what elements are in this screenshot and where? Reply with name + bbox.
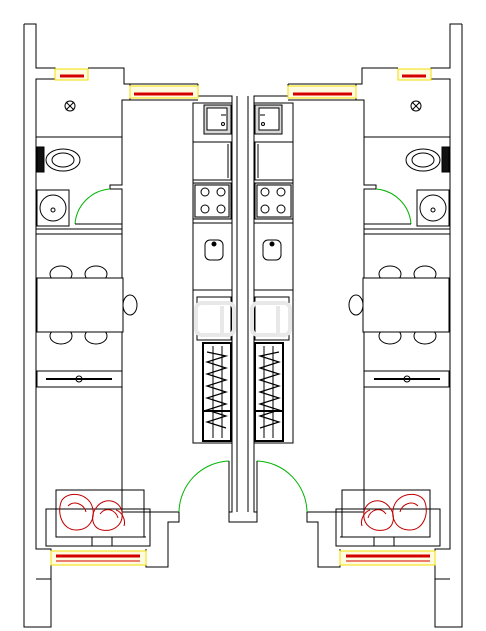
watermark-logo	[194, 301, 292, 337]
party-wall	[236, 96, 249, 512]
